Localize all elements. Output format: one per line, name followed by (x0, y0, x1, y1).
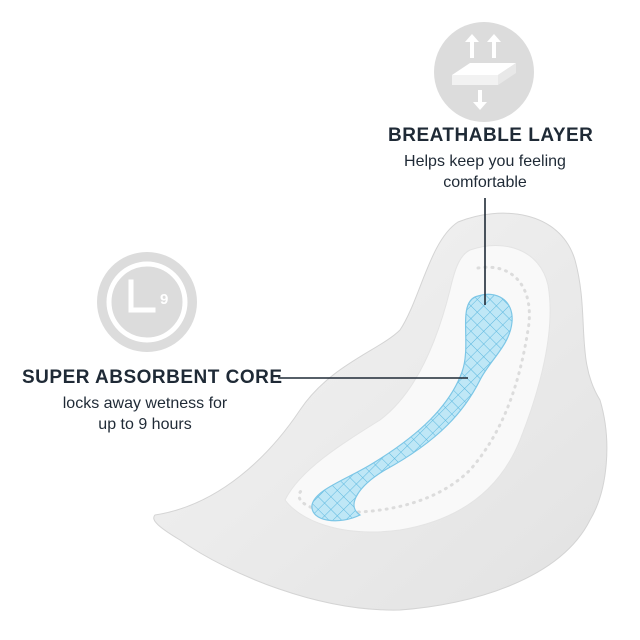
clock-number: 9 (160, 291, 168, 308)
absorbent-core-title: SUPER ABSORBENT CORE (22, 367, 283, 388)
clock-9-hours-icon: 9 (97, 252, 197, 352)
sanitary-pad (153, 212, 608, 611)
breathable-line-2: comfortable (443, 174, 527, 191)
breathable-layer-title: BREATHABLE LAYER (388, 125, 594, 146)
absorbent-core (311, 293, 513, 522)
breathable-layer-description: Helps keep you feeling comfortable (372, 151, 598, 193)
absorbent-core-description: locks away wetness for up to 9 hours (22, 393, 268, 435)
core-line-2: up to 9 hours (98, 416, 192, 433)
core-line-1: locks away wetness for (62, 395, 228, 412)
breathable-line-1: Helps keep you feeling (404, 153, 566, 170)
breathable-layer-icon (434, 22, 534, 122)
